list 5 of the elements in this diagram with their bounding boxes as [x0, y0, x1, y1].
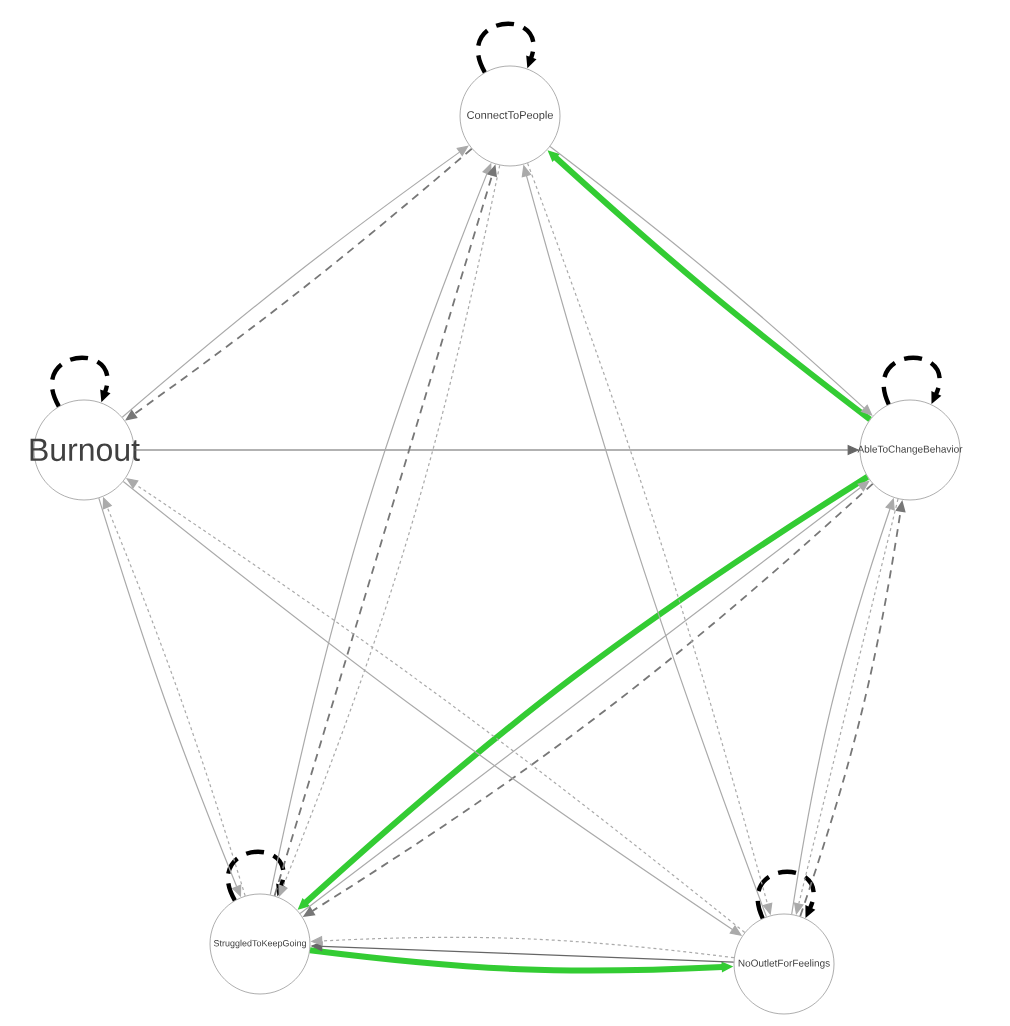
self-loop-arrow: [755, 869, 816, 919]
self-loop-arrow: [226, 849, 287, 902]
self-loop-arrow: [476, 21, 537, 74]
self-loop-arrow: [881, 355, 942, 405]
self-loop-arrow: [50, 355, 111, 408]
